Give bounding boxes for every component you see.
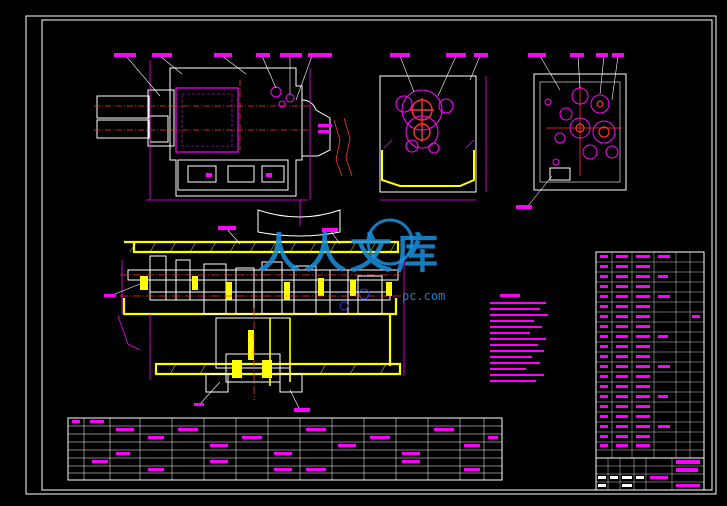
technical-notes <box>490 294 548 382</box>
watermark-ring-icon <box>366 218 414 266</box>
front-view <box>94 53 353 226</box>
drawing-frame <box>25 15 717 495</box>
watermark-url-text: pc.com <box>402 289 445 303</box>
side-view <box>379 53 488 201</box>
watermark-brand-text: 人人文库 <box>258 229 442 278</box>
title-block <box>595 457 705 491</box>
right-parts-list <box>595 251 705 459</box>
section-view <box>516 53 627 209</box>
bottom-parts-table <box>67 417 503 481</box>
main-section-view <box>104 209 405 412</box>
watermark: 人人文库 pc.com <box>258 218 445 303</box>
